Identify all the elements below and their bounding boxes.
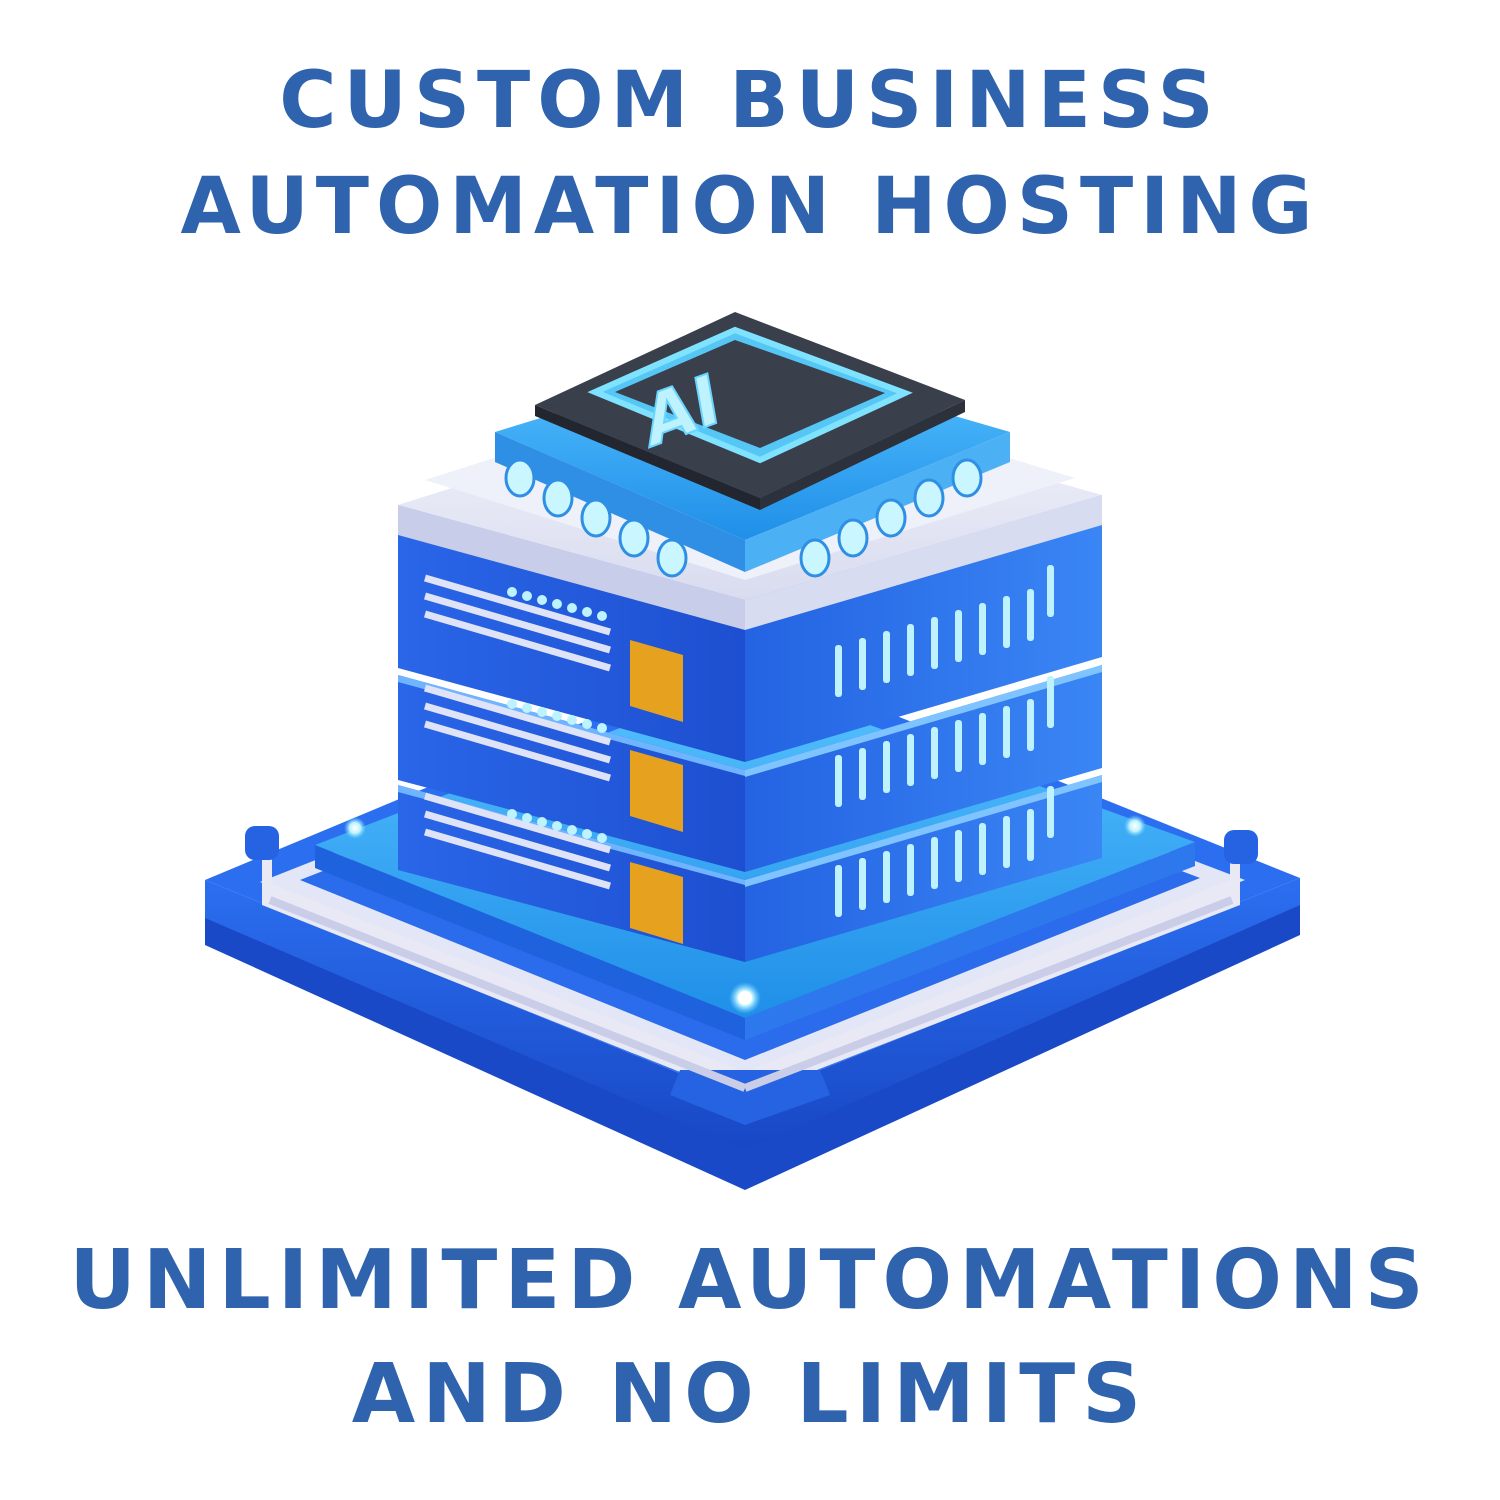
ai-chip — [495, 312, 1010, 578]
vent-bars — [835, 565, 1054, 917]
headline-bottom-line-2: AND NO LIMITS — [351, 1347, 1149, 1442]
headline-bottom: UNLIMITED AUTOMATIONS AND NO LIMITS — [0, 1240, 1500, 1468]
headline-top-line-1: CUSTOM BUSINESS — [279, 56, 1221, 146]
headline-top: CUSTOM BUSINESS AUTOMATION HOSTING — [0, 62, 1500, 274]
base-rails — [245, 826, 1258, 1125]
headline-bottom-line-1: UNLIMITED AUTOMATIONS — [69, 1233, 1431, 1328]
headline-top-line-2: AUTOMATION HOSTING — [180, 162, 1320, 252]
drive-bays — [424, 574, 683, 944]
